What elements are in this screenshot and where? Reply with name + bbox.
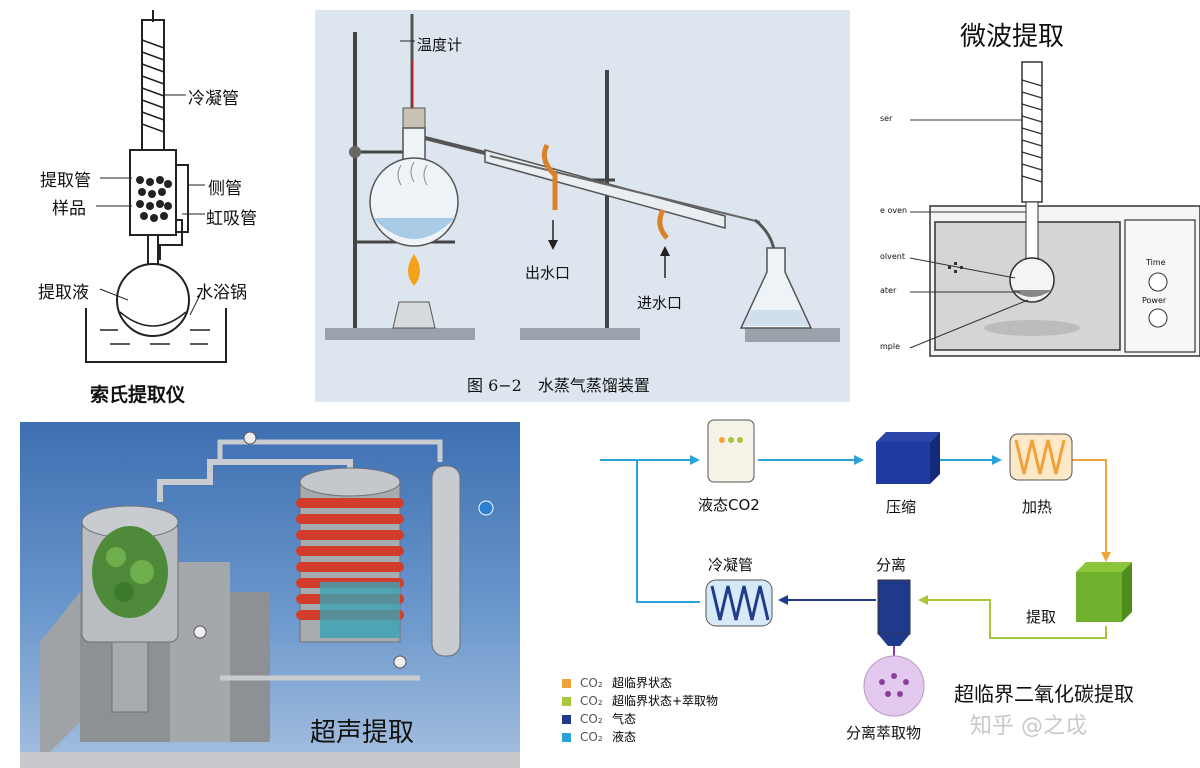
legend-symbol: CO₂ [580,676,603,690]
legend-symbol: CO₂ [580,730,603,744]
steam-distillation-panel: 温度计 出水口 进水口 图 6−2 水蒸气蒸馏装置 [315,10,850,402]
legend-text: 液态 [612,730,637,744]
label-side-tube: 侧管 [208,179,242,199]
microwave-label-e: mple [880,342,901,351]
label-water-out: 出水口 [525,264,571,282]
label-water-in: 进水口 [637,294,683,312]
label-siphon: 虹吸管 [206,209,257,229]
soxhlet-drawing [85,10,227,363]
label-condenser: 冷凝管 [188,89,239,109]
soxhlet-panel: 冷凝管 提取管 侧管 样品 虹吸管 提取液 水浴锅 索氏提取仪 [0,0,300,410]
microwave-label-b: e oven [880,206,908,215]
legend: CO₂ 超临界状态 CO₂ 超临界状态+萃取物 CO₂ 气态 CO₂ 液态 [580,674,780,746]
label-water-bath: 水浴锅 [196,283,247,303]
node-compress: 压缩 [886,498,917,516]
microwave-label-c: olvent [880,252,905,261]
legend-text: 超临界状态+萃取物 [612,694,719,708]
node-liquid-co2: 液态CO2 [698,496,760,514]
legend-symbol: CO₂ [580,712,603,726]
node-separate: 分离 [876,556,907,574]
microwave-power-label: Power [1142,296,1167,305]
soxhlet-caption: 索氏提取仪 [90,384,186,406]
label-extraction-tube: 提取管 [40,171,91,191]
supercritical-title: 超临界二氧化碳提取 [954,682,1134,706]
legend-symbol: CO₂ [580,694,603,708]
ultrasonic-drawing [20,431,520,768]
legend-text: 超临界状态 [612,676,673,690]
label-sample: 样品 [52,199,86,219]
microwave-label-a: ser [880,114,893,123]
ultrasonic-panel: 超声提取 [20,422,520,768]
supercritical-panel: 液态CO2 压缩 加热 提取 分离 冷凝管 分离萃取物 CO₂ 超临界状态 CO₂… [540,410,1200,768]
microwave-time-label: Time [1146,258,1166,267]
node-heat: 加热 [1022,498,1053,516]
label-extract-liquid: 提取液 [38,283,89,303]
node-condenser: 冷凝管 [708,556,754,574]
node-extract: 提取 [1026,608,1057,626]
legend-item: CO₂ 超临界状态+萃取物 [580,692,780,710]
legend-item: CO₂ 气态 [580,710,780,728]
microwave-label-d: ater [880,286,897,295]
ultrasonic-title: 超声提取 [310,718,415,748]
microwave-title: 微波提取 [960,22,1065,52]
microwave-panel: 微波提取 ser e oven olvent ater mple Time Po… [870,0,1200,370]
microwave-drawing [909,61,1200,357]
steam-distillation-drawing [325,14,840,342]
legend-text: 气态 [612,712,637,726]
legend-item: CO₂ 超临界状态 [580,674,780,692]
node-separated-extract: 分离萃取物 [846,724,922,742]
watermark: 知乎 @之戉 [970,714,1087,739]
steam-caption: 图 6−2 水蒸气蒸馏装置 [467,376,650,395]
legend-item: CO₂ 液态 [580,728,780,746]
label-thermometer: 温度计 [417,36,463,54]
supercritical-flow-drawing [562,419,1132,742]
